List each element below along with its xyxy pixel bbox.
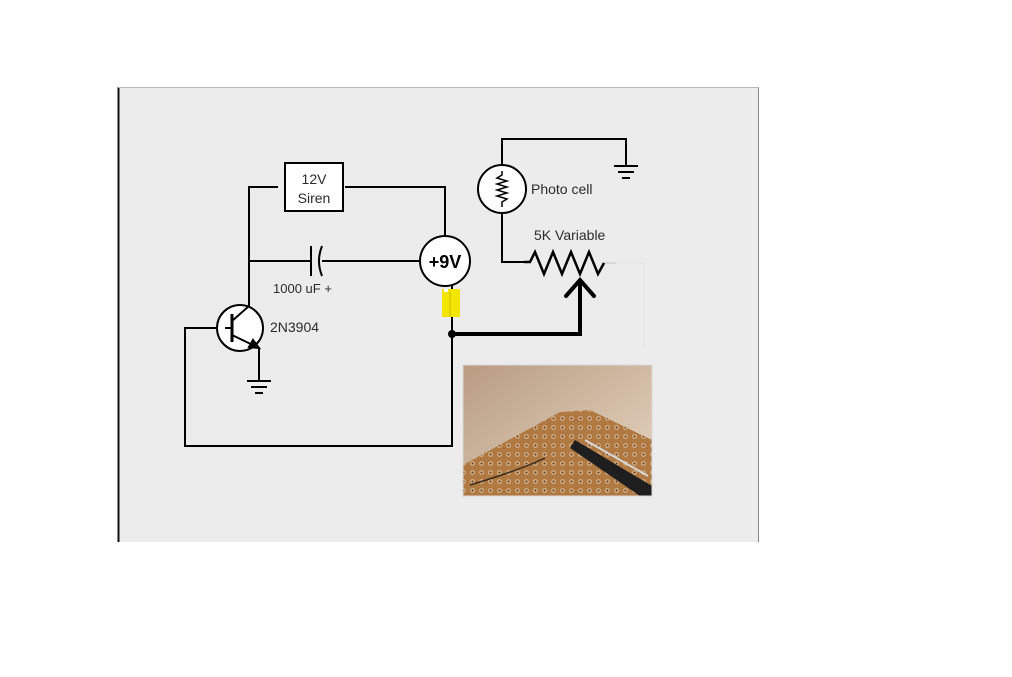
siren: 12V Siren	[284, 162, 344, 212]
transistor	[216, 304, 264, 352]
battery: +9V	[419, 235, 471, 287]
wire-base-loop	[184, 327, 453, 447]
ground-transistor	[247, 380, 271, 394]
faint-guide	[616, 262, 645, 346]
wiper-wire	[450, 276, 596, 336]
potentiometer-label: 5K Variable	[534, 227, 606, 243]
transistor-label: 2N3904	[270, 319, 319, 335]
wires	[184, 138, 627, 447]
ground-photocell	[614, 165, 638, 179]
capacitor	[310, 245, 323, 277]
photocell	[477, 164, 527, 214]
protoboard-photo	[462, 364, 653, 497]
highlight-marker	[442, 289, 460, 317]
slide-panel	[118, 87, 759, 542]
wire-siren-to-battery	[345, 186, 446, 238]
photocell-label: Photo cell	[531, 181, 592, 197]
potentiometer	[524, 248, 606, 278]
siren-label-line1: 12V	[302, 171, 328, 187]
wire-photocell-to-pot	[501, 213, 524, 263]
junction-dot	[448, 330, 456, 338]
capacitor-label: 1000 uF +	[273, 281, 332, 296]
wire-photocell-top	[501, 138, 627, 165]
battery-label: +9V	[429, 252, 462, 272]
wire-collector-to-siren	[248, 186, 278, 306]
siren-label-line2: Siren	[298, 190, 331, 206]
